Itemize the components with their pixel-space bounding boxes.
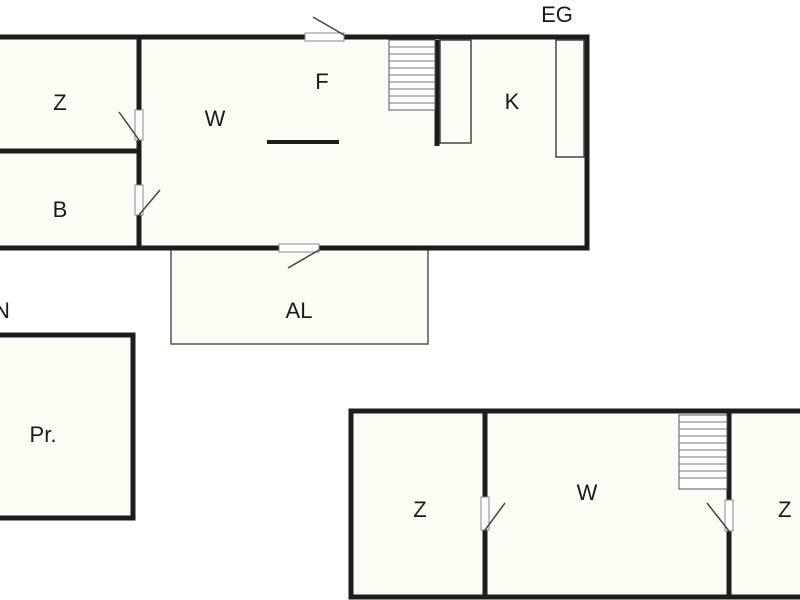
balcony-door-gap: [278, 243, 320, 253]
balcony-door-swing: [287, 249, 320, 269]
upper-left-door-swing: [484, 502, 506, 531]
room-label-al: AL: [286, 298, 313, 323]
room-label-k: K: [505, 89, 520, 114]
staircase: [388, 39, 436, 111]
room-label-w: W: [205, 106, 226, 131]
z-door-swing: [118, 111, 140, 141]
upper-room-label-w: W: [577, 480, 598, 505]
floor-title: EG: [541, 2, 573, 27]
entrance-door-swing: [312, 16, 345, 36]
upper-floor-outer-wall: [348, 408, 800, 600]
kitchen-counter-left: [439, 39, 472, 144]
outbuilding-wall: [0, 332, 136, 521]
upper-room-label-z-left: Z: [413, 497, 426, 522]
entrance-door-gap: [304, 32, 345, 42]
outbuilding-area: [0, 335, 133, 518]
room-label-f: F: [315, 69, 328, 94]
room-label-z: Z: [53, 90, 66, 115]
outbuilding: Pr.: [0, 332, 136, 521]
compass-letter: N: [0, 298, 10, 323]
upper-floor: Z W Z: [348, 408, 800, 600]
b-door-gap: [134, 184, 144, 216]
upper-right-door-swing: [706, 502, 730, 532]
room-label-pr: Pr.: [30, 422, 57, 447]
balcony-al: [170, 247, 429, 345]
room-label-b: B: [53, 197, 68, 222]
upper-staircase: [678, 414, 728, 490]
ground-floor: Z B W F K AL EG: [0, 2, 590, 345]
upper-room-label-z-right: Z: [778, 497, 791, 522]
b-door-swing: [138, 189, 161, 216]
kitchen-counter-right: [555, 39, 585, 158]
